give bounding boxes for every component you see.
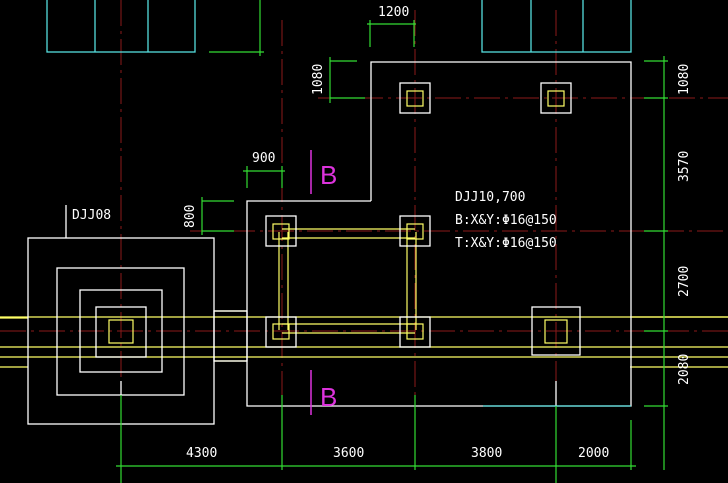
rebar-bottom-label[interactable]: B:X&Y:Φ16@150: [455, 213, 557, 228]
existing-block-left: [46, 0, 196, 53]
column: [547, 90, 565, 107]
pedestal: [265, 316, 297, 348]
connector-block: [213, 310, 248, 362]
dim-text-right-1080: 1080: [677, 64, 692, 95]
pedestal: [399, 82, 431, 114]
column: [544, 319, 568, 344]
dim-text-1080-left: 1080: [311, 64, 326, 95]
column: [272, 223, 290, 240]
dim-text-3800: 3800: [471, 446, 502, 461]
dim-text-900: 900: [252, 151, 275, 166]
column: [406, 223, 424, 240]
column: [406, 90, 424, 107]
column: [272, 323, 290, 340]
dim-text-800: 800: [183, 205, 198, 228]
dim-text-right-2080: 2080: [677, 354, 692, 385]
dim-text-right-3570: 3570: [677, 151, 692, 182]
dim-text-3600: 3600: [333, 446, 364, 461]
section-mark-top[interactable]: B: [320, 160, 337, 190]
axis-lines: [0, 0, 728, 440]
existing-block-right: [481, 0, 632, 53]
pedestal: [399, 215, 431, 247]
column: [406, 323, 424, 340]
existing-structures: [46, 0, 632, 53]
dim-text-2000: 2000: [578, 446, 609, 461]
column: [108, 319, 134, 344]
section-mark-bottom[interactable]: B: [320, 382, 337, 412]
beams: [0, 228, 728, 368]
dim-text-right-2700: 2700: [677, 266, 692, 297]
footing-djj08-step-3: [79, 289, 163, 373]
pedestal: [265, 215, 297, 247]
dimension-lines: [116, 0, 668, 483]
columns: [108, 90, 568, 344]
dim-text-top-1200: 1200: [378, 5, 409, 20]
pedestal: [399, 316, 431, 348]
footing-label-djj08[interactable]: DJJ08: [72, 208, 111, 223]
pedestal: [540, 82, 572, 114]
rebar-top-label[interactable]: T:X&Y:Φ16@150: [455, 236, 557, 251]
pedestal: [531, 306, 581, 356]
dim-text-4300: 4300: [186, 446, 217, 461]
footing-djj08-step-4: [95, 306, 147, 358]
footing-label-djj10[interactable]: DJJ10,700: [455, 190, 525, 205]
